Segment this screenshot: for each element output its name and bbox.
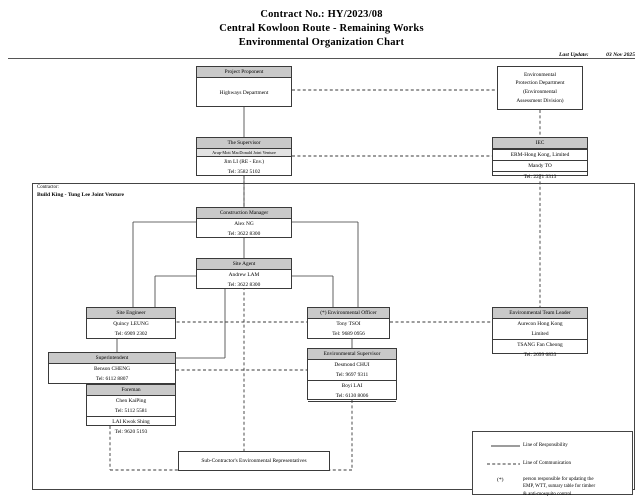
sub-contractor-body: Sub-Contractor's Environmental Represent… xyxy=(201,458,307,464)
box-iec[interactable]: IEC ERM-Hong Kong, Limited Mandy TO Tel:… xyxy=(492,137,588,180)
environmental-supervisor-header: Environmental Supervisor xyxy=(308,349,396,360)
foreman-header: Foreman xyxy=(87,385,175,396)
iec-tel: Tel: 2271 3313 xyxy=(493,171,587,182)
construction-manager-tel: Tel: 3622 8300 xyxy=(227,231,261,237)
project-proponent-body: Highways Department xyxy=(219,89,269,96)
box-supervisor[interactable]: The Supervisor Arup-Mott MacDonald Joint… xyxy=(196,137,292,176)
box-project-proponent[interactable]: Project Proponent Highways Department xyxy=(196,66,292,107)
supervisor-tel: Tel: 3582 5102 xyxy=(227,169,261,175)
epd-line-4: Assessment Division) xyxy=(516,97,564,104)
box-environmental-officer[interactable]: (*) Environmental Officer Tony TSOI Tel:… xyxy=(307,307,390,339)
title-contract-no: Contract No.: HY/2023/08 xyxy=(260,9,383,20)
environmental-officer-name: Tony TSOI xyxy=(336,321,361,327)
project-proponent-header: Project Proponent xyxy=(197,67,291,78)
foreman-name-2: LAI Kwok Shing xyxy=(87,416,175,427)
superintendent-tel: Tel: 6112 8807 xyxy=(95,376,129,382)
etl-company-line-1: Aurecon Hong Kong xyxy=(517,321,563,327)
environmental-supervisor-spacer xyxy=(308,401,396,411)
environmental-supervisor-tel-2: Tel: 6130 8006 xyxy=(335,393,369,399)
legend-lines xyxy=(487,445,520,465)
site-agent-name: Andrew LAM xyxy=(228,272,260,278)
title-chart-name: Environmental Organization Chart xyxy=(238,37,405,48)
foreman-tel-2: Tel: 9620 5193 xyxy=(114,429,148,435)
etl-name: TSANG Fan Cheong xyxy=(493,339,587,350)
box-site-agent[interactable]: Site Agent Andrew LAM Tel: 3622 8300 xyxy=(196,258,292,289)
legend-note-line-3: & anti-mosquito control xyxy=(523,491,572,497)
epd-line-2: Protection Department xyxy=(515,80,565,87)
page-title: Contract No.: HY/2023/08 Central Kowloon… xyxy=(0,8,643,50)
legend-communication-label: Line of Communication xyxy=(523,461,572,466)
site-engineer-tel: Tel: 6909 2302 xyxy=(114,331,148,337)
title-divider xyxy=(8,58,635,59)
box-epd[interactable]: Environmental Protection Department (Env… xyxy=(497,66,583,110)
environmental-officer-header: (*) Environmental Officer xyxy=(308,308,389,319)
supervisor-name: Jim LI (RE - Env.) xyxy=(223,159,265,165)
contractor-label: Contractor: xyxy=(37,185,59,190)
legend-note-line-2: EMP, WTT, sumary table for timber xyxy=(523,484,596,490)
foreman-name-1: Chen KaiPing xyxy=(115,398,147,404)
last-update-value: 03 Nov 2025 xyxy=(606,52,635,58)
etl-company-line-2: Limited xyxy=(531,331,549,337)
box-environmental-team-leader[interactable]: Environmental Team Leader Aurecon Hong K… xyxy=(492,307,588,358)
iec-name: Mandy TO xyxy=(493,160,587,171)
title-project-name: Central Kowloon Route - Remaining Works xyxy=(219,23,424,34)
legend-asterisk-symbol: (*) xyxy=(497,477,504,483)
iec-header: IEC xyxy=(493,138,587,149)
construction-manager-name: Alex NG xyxy=(234,221,254,227)
site-agent-header: Site Agent xyxy=(197,259,291,270)
superintendent-header: Superintendent xyxy=(49,353,175,364)
box-sub-contractor-representatives[interactable]: Sub-Contractor's Environmental Represent… xyxy=(178,451,330,471)
epd-line-1: Environmental xyxy=(523,71,557,78)
contractor-frame xyxy=(32,183,635,490)
box-environmental-supervisor[interactable]: Environmental Supervisor Desmond CHUI Te… xyxy=(307,348,397,402)
epd-line-3: (Environmental xyxy=(523,89,557,95)
environmental-supervisor-name-1: Desmond CHUI xyxy=(334,362,370,368)
last-update-label: Last Update: xyxy=(559,52,589,58)
last-update: Last Update: 03 Nov 2025 xyxy=(460,52,635,58)
superintendent-name: Benson CHENG xyxy=(93,366,131,372)
box-construction-manager[interactable]: Construction Manager Alex NG Tel: 3622 8… xyxy=(196,207,292,238)
box-superintendent[interactable]: Superintendent Benson CHENG Tel: 6112 88… xyxy=(48,352,176,384)
environmental-officer-tel: Tel: 9689 0956 xyxy=(332,331,365,337)
site-engineer-name: Quincy LEUNG xyxy=(113,321,149,327)
legend-note-line-1: person responsible for updating the xyxy=(523,477,594,482)
box-site-engineer[interactable]: Site Engineer Quincy LEUNG Tel: 6909 230… xyxy=(86,307,176,339)
etl-header: Environmental Team Leader xyxy=(493,308,587,319)
construction-manager-header: Construction Manager xyxy=(197,208,291,219)
iec-company: ERM-Hong Kong, Limited xyxy=(493,149,587,160)
site-agent-tel: Tel: 3622 8300 xyxy=(227,282,261,288)
etl-tel: Tel: 2699 6833 xyxy=(523,352,557,358)
box-foreman[interactable]: Foreman Chen KaiPing Tel: 5112 5581 LAI … xyxy=(86,384,176,435)
supervisor-header: The Supervisor xyxy=(197,138,291,149)
foreman-tel-1: Tel: 5112 5581 xyxy=(114,408,148,414)
legend-responsibility-label: Line of Responsibility xyxy=(523,443,568,448)
legend-box: Line of Responsibility Line of Communica… xyxy=(472,431,633,497)
environmental-supervisor-tel-1: Tel: 9697 9311 xyxy=(335,372,369,378)
supervisor-company: Arup-Mott MacDonald Joint Venture xyxy=(197,149,291,157)
site-engineer-header: Site Engineer xyxy=(87,308,175,319)
contractor-name: Build King - Tung Lee Joint Venture xyxy=(37,192,124,198)
environmental-supervisor-name-2: Boyi LAI xyxy=(308,380,396,391)
